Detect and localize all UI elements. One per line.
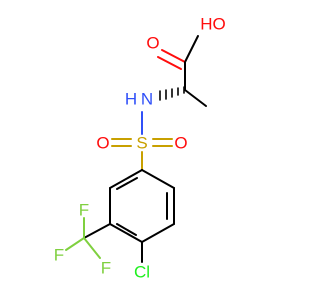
bond-carbonyl-double-2 — [157, 56, 182, 70]
atom-amine-n: N — [141, 90, 153, 109]
atom-amine-h: H — [125, 90, 137, 109]
bond-cooh-to-hydroxyl — [184, 35, 199, 63]
atom-sulfur: S — [136, 134, 147, 153]
bond-carbonyl-double-1 — [161, 49, 186, 63]
molecule-structure: HO O H N S O O F F F Cl — [54, 15, 226, 282]
atom-fluorine-left: F — [54, 246, 64, 265]
atom-hydroxyl: HO — [200, 15, 226, 34]
bond-cf3-to-f-left — [65, 237, 85, 251]
bond-cf3-to-f-bottom — [83, 237, 101, 259]
atom-chlorine: Cl — [134, 263, 150, 282]
stereo-hashed-bond — [159, 86, 185, 101]
atom-carbonyl-oxygen: O — [146, 34, 159, 53]
atom-fluorine-top: F — [79, 201, 89, 220]
atom-sulfonyl-oxygen-right: O — [174, 134, 187, 153]
atom-sulfonyl-oxygen-left: O — [96, 134, 109, 153]
bond-alpha-to-methyl — [184, 89, 207, 107]
benzene-ring — [109, 169, 175, 243]
bond-ring-to-cf3 — [83, 223, 111, 239]
atom-fluorine-bottom: F — [101, 259, 111, 278]
